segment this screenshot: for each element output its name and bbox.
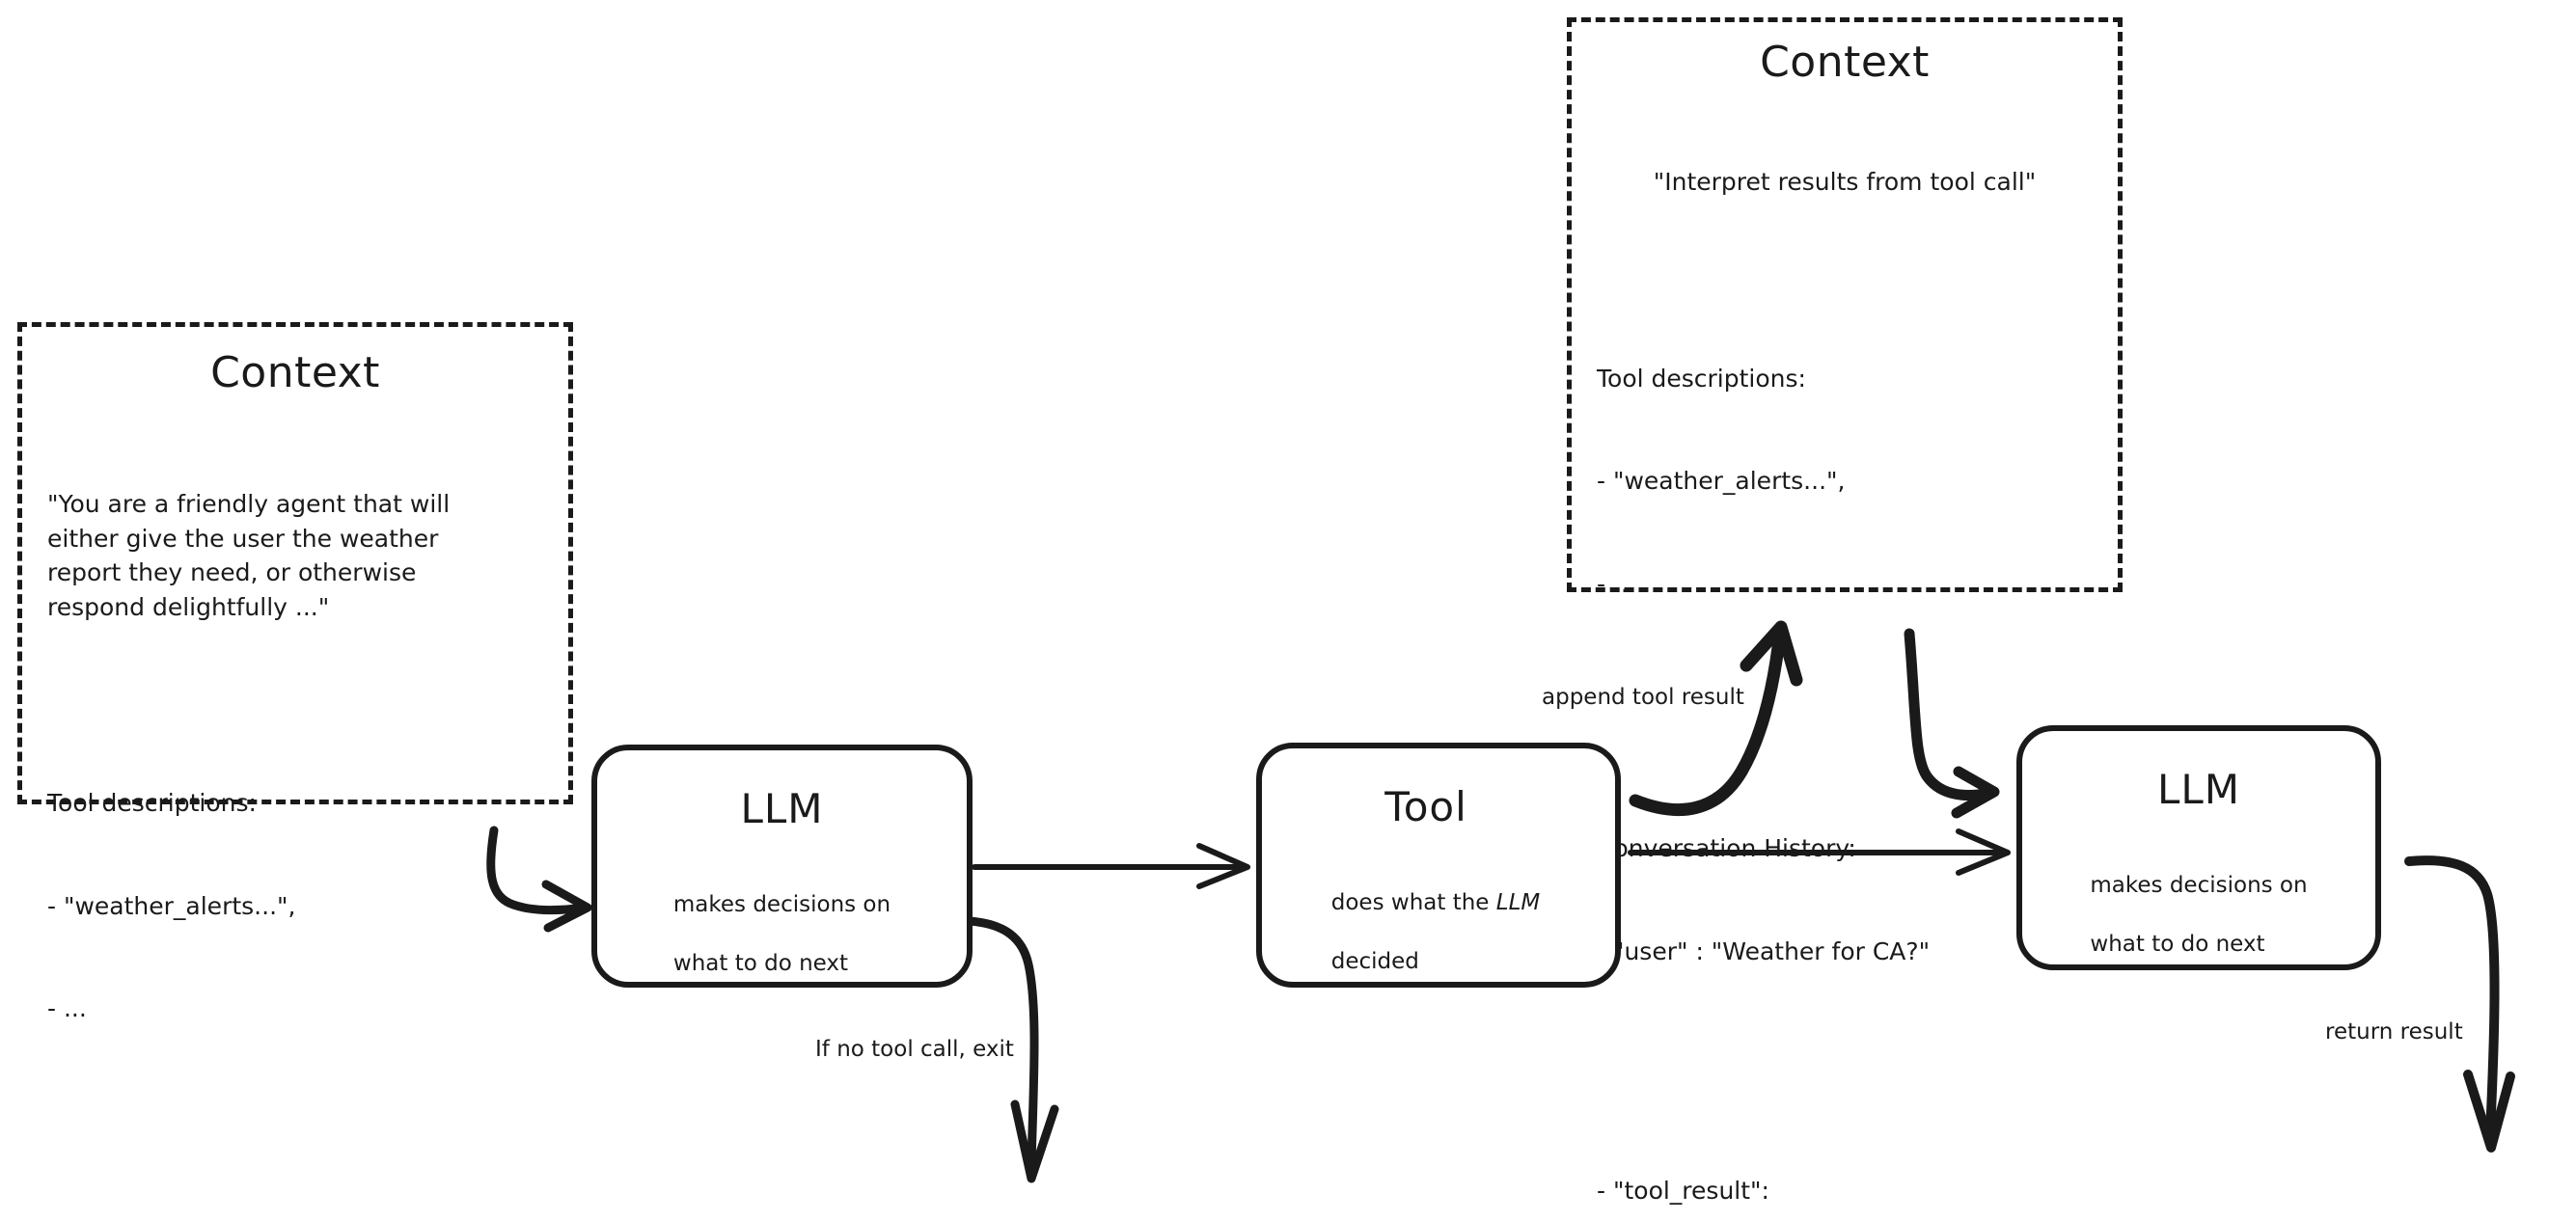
edge-context-to-llm1-arrowhead (541, 880, 592, 933)
edge-label-append-tool-result: append tool result (1542, 685, 1744, 710)
edge-llm3-return-arrowhead (2463, 1070, 2515, 1153)
tool-descriptions-block: Tool descriptions: - "weather_alerts..."… (47, 718, 543, 1095)
node-subtitle-line1: makes decisions on (672, 892, 891, 918)
node-subtitle: makes decisions on what to do next (673, 861, 891, 978)
tool-description-item: - ... (47, 994, 87, 1022)
node-subtitle-llm-emphasis: LLM (1495, 890, 1541, 916)
node-subtitle-line2: what to do next (2090, 932, 2265, 958)
context-body: "Interpret results from tool call" Tool … (1597, 96, 2093, 1221)
node-title: LLM (2156, 766, 2241, 813)
edge-llm3-return (2404, 855, 2500, 1139)
tool-descriptions-block: Tool descriptions: - "weather_alerts..."… (1597, 293, 2093, 670)
tool-description-item: - "weather_alerts...", (47, 891, 296, 920)
edge-llm1-to-tool-arrowhead (1196, 843, 1250, 889)
context-body: "You are a friendly agent that will eith… (47, 419, 543, 1221)
node-subtitle-line2: what to do next (672, 951, 849, 977)
tool-description-item: - ... (1597, 569, 1636, 598)
context-title: Context (1760, 38, 1930, 87)
context-box-initial: Context "You are a friendly agent that w… (17, 322, 573, 1022)
tool-description-item: - "weather_alerts...", (1597, 467, 1846, 495)
node-llm-second[interactable]: LLM makes decisions on what to do next (2016, 725, 2381, 970)
edge-label-return-result: return result (2325, 1019, 2463, 1045)
context-title: Context (210, 348, 380, 397)
tool-result-label: - "tool_result": (1597, 1177, 1769, 1205)
conversation-history-heading: Conversation History: (1597, 834, 1856, 862)
system-prompt-text: "You are a friendly agent that will eith… (47, 490, 451, 621)
node-tool[interactable]: Tool does what the LLM decided (1256, 743, 1621, 988)
node-subtitle-line1: makes decisions on (2090, 873, 2308, 899)
tool-result-block: - "tool_result": { "state": "CA", [ { "r… (1597, 1105, 2093, 1221)
node-subtitle: makes decisions on what to do next (2090, 842, 2307, 959)
conversation-history-block: Conversation History: - "user" : "Weathe… (47, 1188, 543, 1221)
context-box-after-tool: Context "Interpret results from tool cal… (1567, 17, 2123, 1205)
node-subtitle-line2: decided (1330, 949, 1419, 975)
tool-descriptions-heading: Tool descriptions: (1597, 364, 1806, 393)
edge-llm1-exit-arrowhead (1010, 1099, 1059, 1183)
node-llm-first[interactable]: LLM makes decisions on what to do next (591, 745, 973, 988)
node-title: Tool (1384, 783, 1467, 830)
conversation-history-block: Conversation History: - "user" : "Weathe… (1597, 763, 2093, 1037)
node-subtitle-line1-prefix: does what the (1330, 890, 1496, 916)
tool-descriptions-heading: Tool descriptions: (47, 789, 257, 817)
node-subtitle: does what the LLM decided (1331, 859, 1540, 976)
node-title: LLM (740, 785, 824, 832)
edge-label-no-tool-call: If no tool call, exit (815, 1037, 1014, 1062)
interpret-results-text: "Interpret results from tool call" (1653, 168, 2037, 196)
